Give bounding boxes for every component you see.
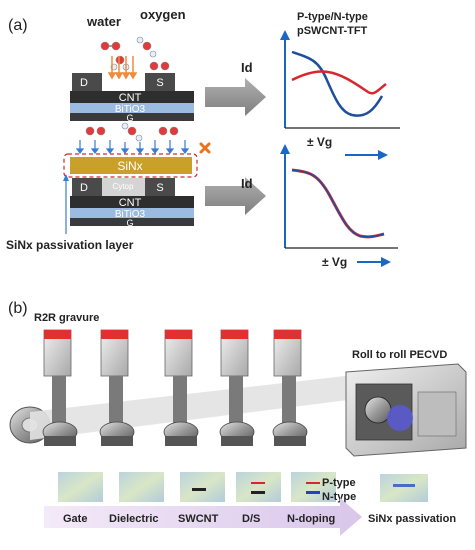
gravure-unit-3 <box>163 329 199 446</box>
pecvd-chamber <box>345 363 467 457</box>
oxygen-molecule-icon <box>85 126 106 136</box>
oxygen-label: oxygen <box>140 7 186 22</box>
arrow-icon <box>205 177 266 215</box>
cnt-label: CNT <box>119 92 142 104</box>
sinx-label: SiNx <box>117 159 142 173</box>
y-axis-label: Id <box>241 176 253 191</box>
gate-label: G <box>126 113 133 123</box>
p-type-label: P-type <box>322 477 356 489</box>
passivation-layer-label: SiNx passivation layer <box>6 238 134 252</box>
water-label: water <box>86 14 121 29</box>
penetration-arrows <box>107 56 138 80</box>
x-axis-label: ± Vg <box>322 255 347 269</box>
panel-b-label: (b) <box>8 300 28 317</box>
arrow-icon <box>205 78 266 116</box>
device-stack-unpassivated <box>70 73 194 121</box>
device-stack-passivated <box>70 157 194 226</box>
cnt-label: CNT <box>119 197 142 209</box>
step-sinx-passivation: SiNx passivation <box>368 513 456 525</box>
step-n-doping: N-doping <box>287 513 335 525</box>
process-flow-arrow <box>44 498 362 536</box>
oxygen-molecule-icon <box>149 61 170 71</box>
step-gate: Gate <box>63 513 87 525</box>
n-type-label: N-type <box>322 491 356 503</box>
gate-label: G <box>126 218 133 228</box>
film-web <box>30 372 380 440</box>
gravure-unit-5 <box>272 329 308 446</box>
graph-unpassivated <box>280 30 400 160</box>
oxygen-molecule-icon <box>100 41 121 51</box>
passivation-highlight <box>63 153 198 178</box>
graph-title-line1: P-type/N-type <box>297 11 368 23</box>
water-molecule-icon <box>136 36 157 58</box>
step-dielectric: Dielectric <box>109 513 159 525</box>
step-ds: D/S <box>242 513 260 525</box>
gravure-unit-2 <box>99 329 135 446</box>
x-axis-label: ± Vg <box>307 135 332 149</box>
bitio3-label: BiTiO3 <box>115 209 146 220</box>
step-swcnt: SWCNT <box>178 513 219 525</box>
water-molecule-icon <box>121 122 143 142</box>
block-cross-icon <box>199 142 211 154</box>
panel-a-label: (a) <box>8 17 28 34</box>
blocked-arrows <box>75 140 190 154</box>
gravure-unit-4 <box>219 329 255 446</box>
pointer-arrow-icon <box>63 174 69 181</box>
r2r-gravure-label: R2R gravure <box>34 312 99 324</box>
bitio3-label: BiTiO3 <box>115 104 146 115</box>
electrode-d-label: D <box>80 77 88 89</box>
graph-passivated <box>280 144 398 267</box>
graph-title-line2: pSWCNT-TFT <box>297 25 368 37</box>
y-axis-label: Id <box>241 60 253 75</box>
electrode-s-label: S <box>156 182 163 194</box>
oxygen-molecule-icon <box>158 126 179 136</box>
cytop-label: Cytop <box>113 182 134 191</box>
sample-tiles <box>58 472 428 502</box>
pecvd-label: Roll to roll PECVD <box>352 349 447 361</box>
electrode-s-label: S <box>156 77 163 89</box>
electrode-d-label: D <box>80 182 88 194</box>
gravure-unit-1 <box>42 329 78 446</box>
